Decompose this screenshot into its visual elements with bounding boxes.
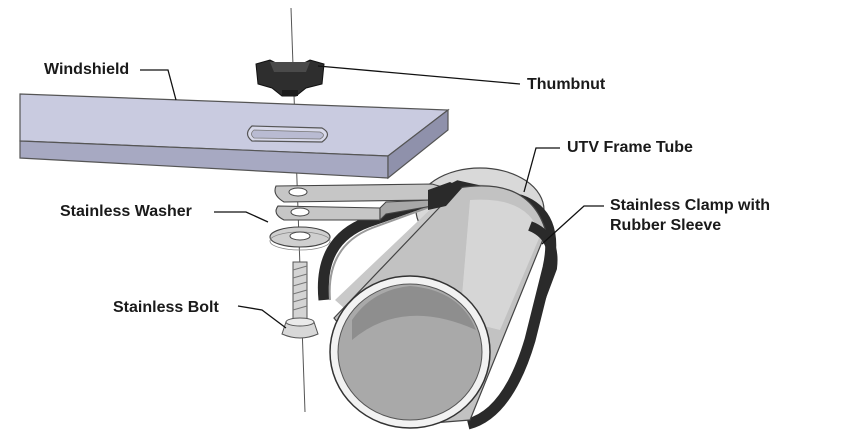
label-clamp-line1: Stainless Clamp with bbox=[610, 197, 771, 214]
leader-frame-tube bbox=[523, 147, 560, 193]
clamp-strap bbox=[274, 182, 462, 222]
label-bolt: Stainless Bolt bbox=[113, 299, 219, 316]
leader-bolt bbox=[237, 305, 287, 329]
label-washer: Stainless Washer bbox=[60, 203, 192, 220]
windshield-panel bbox=[19, 93, 450, 180]
thumbnut-part bbox=[255, 59, 325, 97]
leader-lines bbox=[140, 65, 604, 329]
leader-clamp bbox=[541, 205, 604, 245]
label-clamp-line2: Rubber Sleeve bbox=[610, 217, 722, 234]
bolt-part bbox=[281, 261, 319, 339]
label-windshield: Windshield bbox=[44, 61, 130, 78]
leader-windshield bbox=[140, 69, 177, 101]
washer-part bbox=[269, 226, 331, 251]
label-thumbnut: Thumbnut bbox=[527, 76, 606, 93]
leader-washer bbox=[214, 211, 269, 223]
label-frame-tube: UTV Frame Tube bbox=[567, 139, 693, 156]
label-clamp: Stainless Clamp with Rubber Sleeve bbox=[610, 196, 770, 236]
leader-thumbnut bbox=[317, 65, 521, 85]
frame-tube-part bbox=[317, 167, 558, 430]
